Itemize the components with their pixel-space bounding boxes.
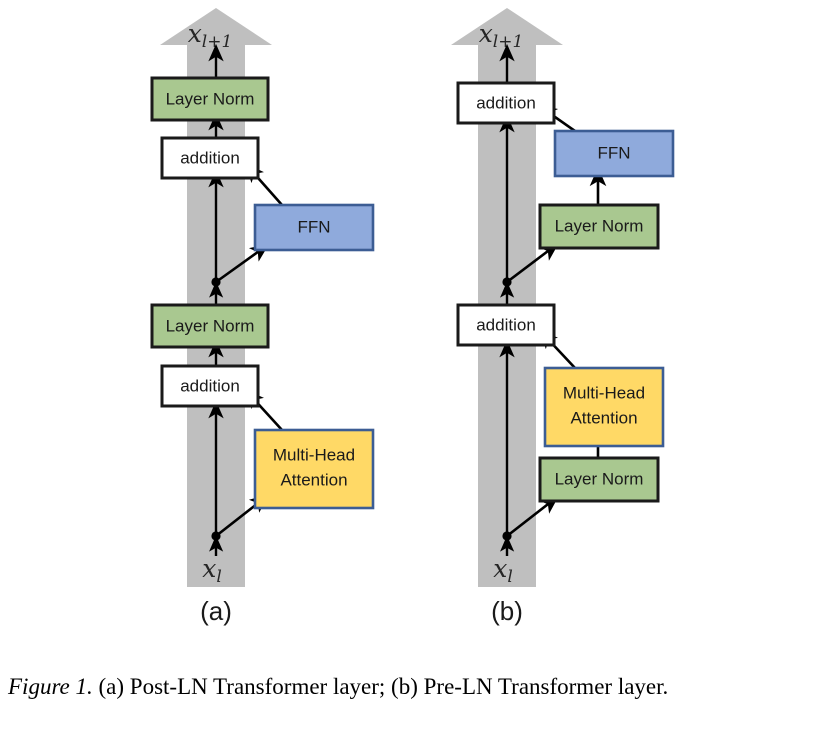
block-a-layer-norm-top[interactable]: Layer Norm <box>150 76 270 122</box>
block-a-addition-bottom-label: addition <box>180 376 240 395</box>
block-b-layer-norm-ffn[interactable]: Layer Norm <box>538 203 660 250</box>
input-sub-a: l <box>216 567 221 587</box>
block-a-ffn-label: FFN <box>297 217 330 236</box>
block-b-attention-label-line2: Attention <box>570 408 637 427</box>
block-a-addition-bottom[interactable]: addition <box>160 364 260 408</box>
block-a-multi-head-attention[interactable]: Multi-Head Attention <box>253 428 375 510</box>
output-var-a: x <box>188 19 202 48</box>
block-b-addition-bottom-label: addition <box>476 315 536 334</box>
figure-caption: Figure 1. (a) Post-LN Transformer layer;… <box>8 672 788 703</box>
output-label-a: xl+1 <box>188 19 233 52</box>
panel-label-a: (a) <box>200 596 232 626</box>
input-sub-b: l <box>507 567 512 587</box>
block-b-addition-top-label: addition <box>476 93 536 112</box>
input-var-a: x <box>202 554 216 583</box>
block-a-attention-label-line2: Attention <box>280 470 347 489</box>
block-b-attention-label-line1: Multi-Head <box>563 383 645 402</box>
output-sub-b: l+1 <box>493 32 524 52</box>
panel-label-b: (b) <box>491 596 523 626</box>
output-sub-a: l+1 <box>202 32 233 52</box>
output-label-b: xl+1 <box>479 19 524 52</box>
svg-text:xl+1: xl+1 <box>188 19 233 52</box>
branch-a-to-ffn <box>215 243 270 284</box>
svg-text:xl: xl <box>202 554 222 587</box>
block-a-ffn[interactable]: FFN <box>253 203 375 252</box>
block-b-ffn[interactable]: FFN <box>553 129 675 178</box>
block-b-ffn-label: FFN <box>597 143 630 162</box>
branch-b-to-layer-norm-ffn <box>506 242 560 284</box>
block-a-addition-top-label: addition <box>180 148 240 167</box>
branch-b-to-layer-norm-attn <box>506 495 559 538</box>
input-label-a: xl <box>202 554 222 587</box>
block-a-addition-top[interactable]: addition <box>160 136 260 180</box>
input-var-b: x <box>493 554 507 583</box>
block-a-layer-norm-bottom[interactable]: Layer Norm <box>150 303 270 349</box>
output-var-b: x <box>479 19 493 48</box>
panel-a: Layer Norm addition FFN Layer Norm addit… <box>150 8 375 626</box>
input-label-b: xl <box>493 554 513 587</box>
panel-b: addition FFN Layer Norm addition Multi-H… <box>451 8 675 626</box>
transformer-architecture-diagram: Layer Norm addition FFN Layer Norm addit… <box>150 8 675 626</box>
block-b-layer-norm-ffn-label: Layer Norm <box>555 216 644 235</box>
block-b-addition-top[interactable]: addition <box>456 81 556 125</box>
block-b-layer-norm-attn-label: Layer Norm <box>555 469 644 488</box>
figure-caption-prefix: Figure 1. <box>8 674 93 699</box>
block-a-layer-norm-bottom-label: Layer Norm <box>166 316 255 335</box>
svg-text:xl+1: xl+1 <box>479 19 524 52</box>
block-a-attention-label-line1: Multi-Head <box>273 445 355 464</box>
block-b-multi-head-attention[interactable]: Multi-Head Attention <box>543 366 665 448</box>
figure-caption-text: (a) Post-LN Transformer layer; (b) Pre-L… <box>92 674 669 699</box>
block-b-layer-norm-attn[interactable]: Layer Norm <box>538 456 660 503</box>
block-a-layer-norm-top-label: Layer Norm <box>166 89 255 108</box>
block-b-addition-bottom[interactable]: addition <box>456 303 556 347</box>
svg-text:xl: xl <box>493 554 513 587</box>
